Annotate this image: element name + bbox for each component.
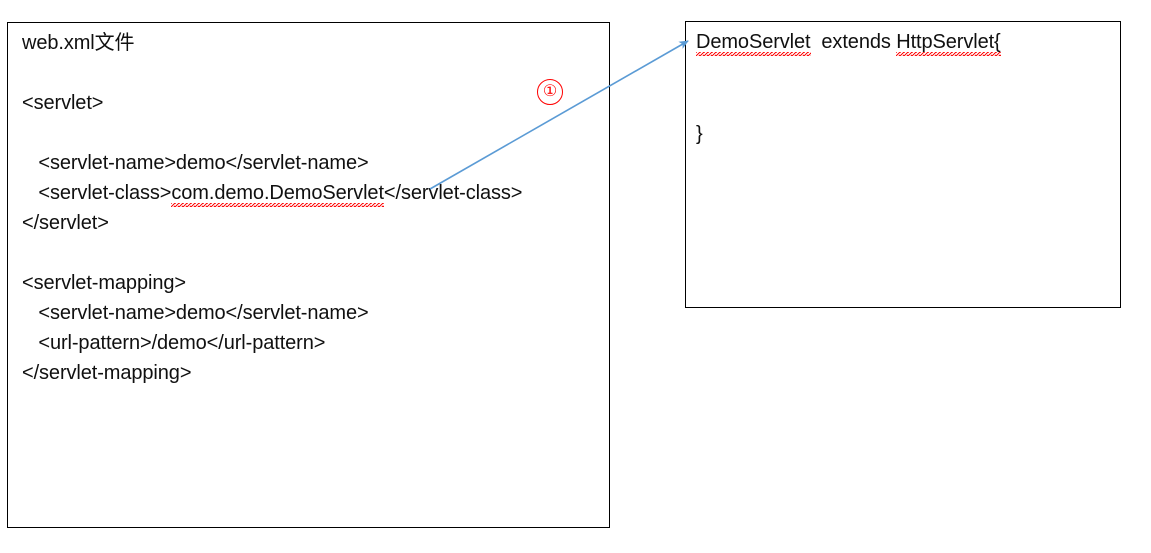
servlet-class-value-misspelled: com.demo.DemoServlet: [171, 182, 384, 207]
code-line-mapping-close: </servlet-mapping>: [22, 362, 192, 384]
webxml-code-box[interactable]: web.xml文件 <servlet> <servlet-name>demo</…: [7, 22, 610, 528]
java-class-name: DemoServlet: [696, 31, 811, 56]
java-class-declaration-line: DemoServlet extends HttpServlet{: [696, 30, 1002, 56]
servlet-class-close-tag: </servlet-class>: [383, 182, 523, 204]
code-line-url-pattern: <url-pattern>/demo</url-pattern>: [22, 332, 326, 354]
code-line-servlet-class: <servlet-class>com.demo.DemoServlet</ser…: [22, 181, 523, 207]
webxml-title: web.xml文件: [22, 32, 135, 54]
code-line-servlet-open: <servlet>: [22, 92, 104, 114]
code-line-mapping-servlet-name: <servlet-name>demo</servlet-name>: [22, 302, 369, 324]
servlet-class-box[interactable]: DemoServlet extends HttpServlet{ }: [685, 21, 1121, 308]
code-line-servlet-close: </servlet>: [22, 212, 109, 234]
code-line-mapping-open: <servlet-mapping>: [22, 272, 186, 294]
code-line-servlet-name: <servlet-name>demo</servlet-name>: [22, 152, 369, 174]
java-closing-brace: }: [696, 123, 703, 145]
servlet-class-open-tag: <servlet-class>: [22, 182, 172, 204]
java-extends-keyword: extends: [810, 31, 897, 53]
annotation-marker-one: ①: [537, 79, 563, 105]
java-super-class: HttpServlet{: [896, 31, 1002, 56]
